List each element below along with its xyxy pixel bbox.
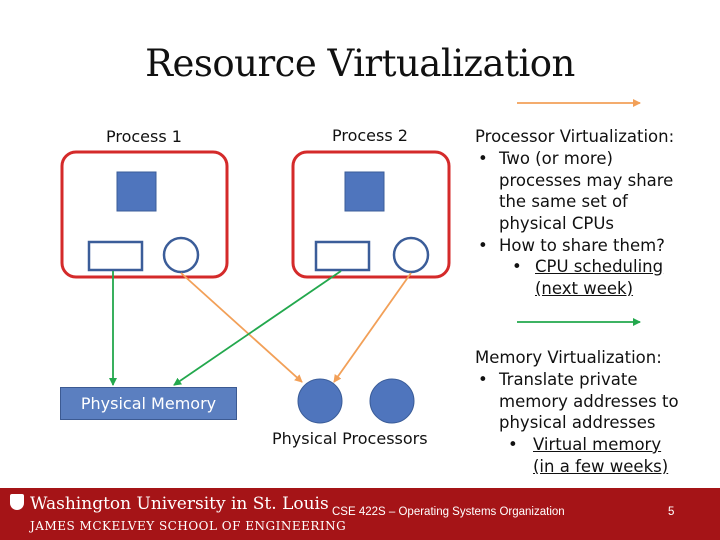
bullet-dot: • [478,149,488,168]
cpu-heading: Processor Virtualization: [475,127,675,146]
mem-heading: Memory Virtualization: [475,348,662,367]
process-1-box [60,150,229,279]
mem-bullet1-line2: memory addresses to [499,392,679,411]
cpu-bullet1-line1: Two (or more) [499,149,613,168]
mem-sub-bullet-line1: Virtual memory [533,435,662,454]
cpu-bullet1-line2: processes may share [499,171,674,190]
course-title: CSE 422S – Operating Systems Organizatio… [332,506,565,518]
physical-processor-2 [369,378,415,424]
mem-bullet1-line1: Translate private [499,370,638,389]
mem-sub-bullet-line2: (in a few weeks) [533,457,669,476]
process-1-memory-rect [87,240,144,272]
mem-bullet1-line3: physical addresses [499,413,656,432]
process-1-cpu-state [116,171,157,212]
sub-bullet-dot: • [512,257,522,276]
physical-processor-1 [297,378,343,424]
cpu-sub-bullet-line2: (next week) [535,279,634,298]
cpu-bullet2: How to share them? [499,236,665,255]
process-1-label: Process 1 [106,127,182,146]
school-logo-text: JAMES MCKELVEY SCHOOL OF ENGINEERING [30,519,347,533]
memory-arrow-p2 [173,270,342,386]
process-1-cpu-circle [162,236,200,274]
university-logo-text: Washington University in St. Louis [30,494,329,514]
footer-bar: Washington University in St. Louis JAMES… [0,488,720,540]
process-2-cpu-circle [392,236,430,274]
university-shield-icon [10,494,24,510]
cpu-bullet1-line4: physical CPUs [499,214,615,233]
process-2-memory-rect [314,240,371,272]
cpu-sub-bullet-line1: CPU scheduling [535,257,664,276]
process-2-label: Process 2 [332,126,408,145]
cpu-bullet1-line3: the same set of [499,192,628,211]
sub-bullet-dot: • [508,435,518,454]
physical-memory-box: Physical Memory [60,387,237,420]
process-2-box [291,150,451,279]
slide-title: Resource Virtualization [145,42,575,85]
process-2-cpu-state [344,171,385,212]
cpu-arrow-p2 [333,272,412,383]
bullet-dot: • [478,236,488,255]
cpu-arrow-p1 [180,272,303,383]
page-number: 5 [668,506,675,518]
physical-processors-label: Physical Processors [272,429,428,448]
bullet-dot: • [478,370,488,389]
